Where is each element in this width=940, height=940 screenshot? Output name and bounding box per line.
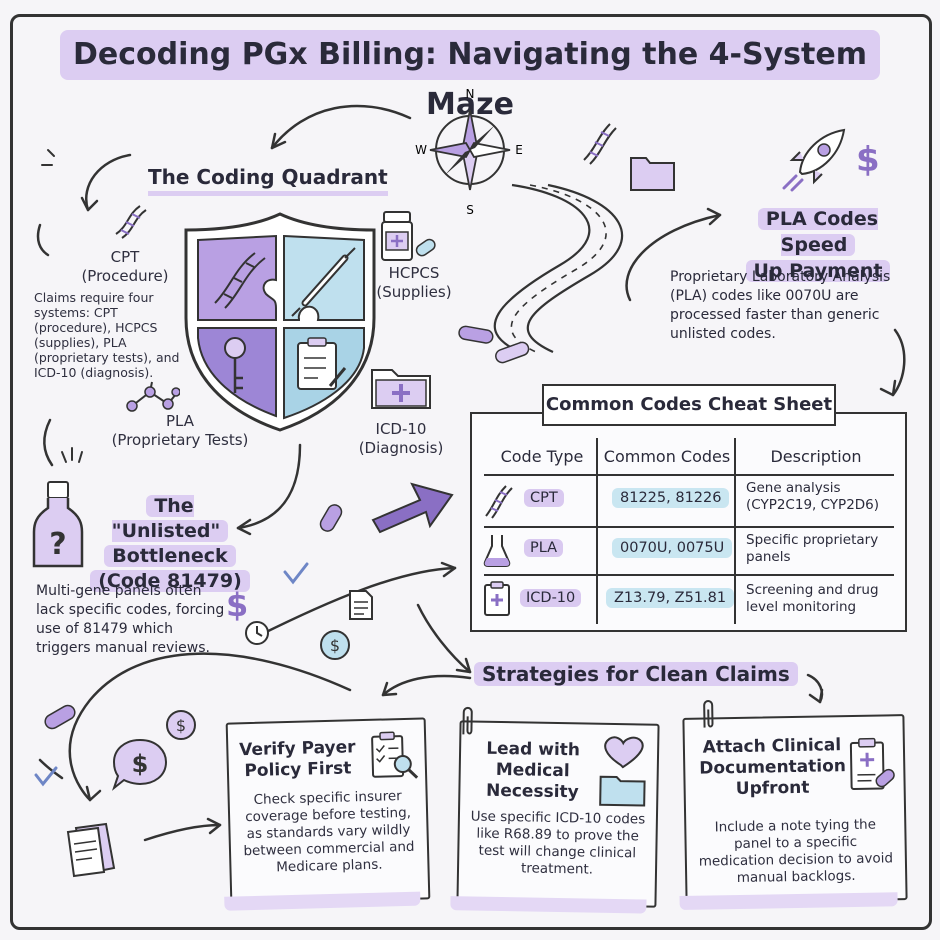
bottleneck-heading: The "Unlisted" Bottleneck (Code 81479) (90, 494, 250, 594)
paperclip-icon (462, 706, 473, 735)
compass-w: W (415, 143, 427, 157)
strategy-1-title: Verify Payer Policy First (238, 737, 356, 782)
row-pla-codes: 0070U, 0075U (612, 538, 733, 558)
documents-stack-icon (66, 822, 116, 878)
dollar-icon: $ (856, 140, 880, 180)
strategy-2-title: Lead with Medical Necessity (485, 738, 581, 803)
row-icd-codes: Z13.79, Z51.81 (606, 588, 735, 608)
paperclip-icon-2 (703, 700, 714, 728)
molecule-icon (126, 381, 180, 412)
strategy-card-3: Attach Clinical Documentation Upfront In… (679, 700, 908, 911)
svg-text:$: $ (330, 636, 340, 655)
header-common-codes: Common Codes (603, 447, 731, 466)
pla-speed-heading: PLA Codes Speed Up Payment (728, 206, 908, 284)
cpt-sub: (Procedure) (81, 267, 169, 285)
rocket-icon (782, 128, 846, 192)
quadrant-heading: The Coding Quadrant (148, 165, 388, 196)
hcpcs-label-group: HCPCS (Supplies) (364, 264, 464, 302)
shield-puzzle-icon (184, 212, 376, 432)
strategies-heading: Strategies for Clean Claims (474, 662, 798, 686)
medical-clipboard-icon (849, 737, 895, 790)
dna-icon (115, 205, 147, 239)
page-title: Decoding PGx Billing: Navigating the 4-S… (60, 30, 880, 122)
heart-folder-icon (599, 736, 646, 807)
clipboard-row-icon (484, 581, 510, 616)
capsule-icon-3 (44, 704, 76, 730)
clock-icon (245, 621, 269, 645)
svg-text:$: $ (132, 750, 149, 778)
svg-text:$: $ (176, 716, 186, 735)
cheat-sheet-title: Common Codes Cheat Sheet (542, 384, 836, 426)
strategy-card-2: Lead with Medical Necessity Use specific… (450, 706, 660, 914)
flask-icon (483, 535, 511, 567)
page-frame (10, 14, 932, 930)
svg-text:?: ? (49, 527, 66, 562)
icd-label-group: ICD-10 (Diagnosis) (356, 420, 446, 458)
compass-s: S (466, 203, 474, 216)
question-bottle-icon: ? (32, 481, 84, 568)
cheat-sheet-table: Code Type Common Codes Description CPT 8… (470, 412, 907, 632)
coin-icon-2: $ (166, 710, 196, 740)
header-description: Description (770, 447, 862, 466)
strategy-card-1: Verify Payer Policy First Check specific… (224, 717, 431, 911)
pill-bottle-icon (381, 211, 436, 261)
row-cpt-desc: Gene analysis (CYP2C19, CYP2D6) (746, 480, 880, 513)
folder-icon (630, 157, 675, 191)
pla-label-group: PLA (Proprietary Tests) (100, 412, 260, 450)
strategy-2-body: Use specific ICD-10 codes like R68.89 to… (470, 808, 646, 878)
compass-e: E (515, 143, 523, 157)
compass-icon: N E S W (415, 88, 523, 216)
compass-n: N (466, 88, 475, 101)
coin-icon: $ (320, 630, 350, 660)
pla-speed-body: Proprietary Laboratory Analysis (PLA) co… (670, 269, 891, 342)
row-icd-type: ICD-10 (520, 589, 582, 607)
dollar-bubble-icon: $ (111, 738, 168, 791)
capsule-icon (458, 325, 530, 364)
row-pla-desc: Specific proprietary panels (746, 532, 879, 565)
dna-icon-2 (583, 123, 617, 165)
strategy-3-title: Attach Clinical Documentation Upfront (699, 735, 847, 800)
dollar-clock-icon: $ (226, 586, 249, 624)
pla-sub: (Proprietary Tests) (111, 431, 249, 449)
row-cpt-codes: 81225, 81226 (612, 488, 730, 508)
quadrant-intro: Claims require four systems: CPT (proced… (34, 290, 180, 380)
icd-label: ICD-10 (375, 420, 427, 438)
strategy-3-body: Include a note tying the panel to a spec… (698, 816, 894, 887)
hcpcs-sub: (Supplies) (376, 283, 452, 301)
bottleneck-body: Multi-gene panels often lack specific co… (36, 583, 225, 656)
cpt-label: CPT (110, 248, 140, 266)
document-icon (349, 590, 373, 620)
capsule-icon-2 (319, 504, 343, 532)
medical-folder-icon (371, 369, 431, 409)
hcpcs-label: HCPCS (388, 264, 440, 282)
dna-row-icon (485, 485, 513, 519)
icd-sub: (Diagnosis) (358, 439, 444, 457)
header-code-type: Code Type (500, 447, 584, 466)
row-pla-type: PLA (524, 539, 564, 557)
cpt-label-group: CPT (Procedure) (80, 248, 170, 286)
strategy-1-body: Check specific insurer coverage before t… (243, 788, 415, 876)
checklist-search-icon (371, 731, 419, 779)
row-cpt-type: CPT (524, 489, 564, 507)
row-icd-desc: Screening and drug level monitoring (746, 582, 879, 615)
pla-label: PLA (165, 412, 194, 430)
